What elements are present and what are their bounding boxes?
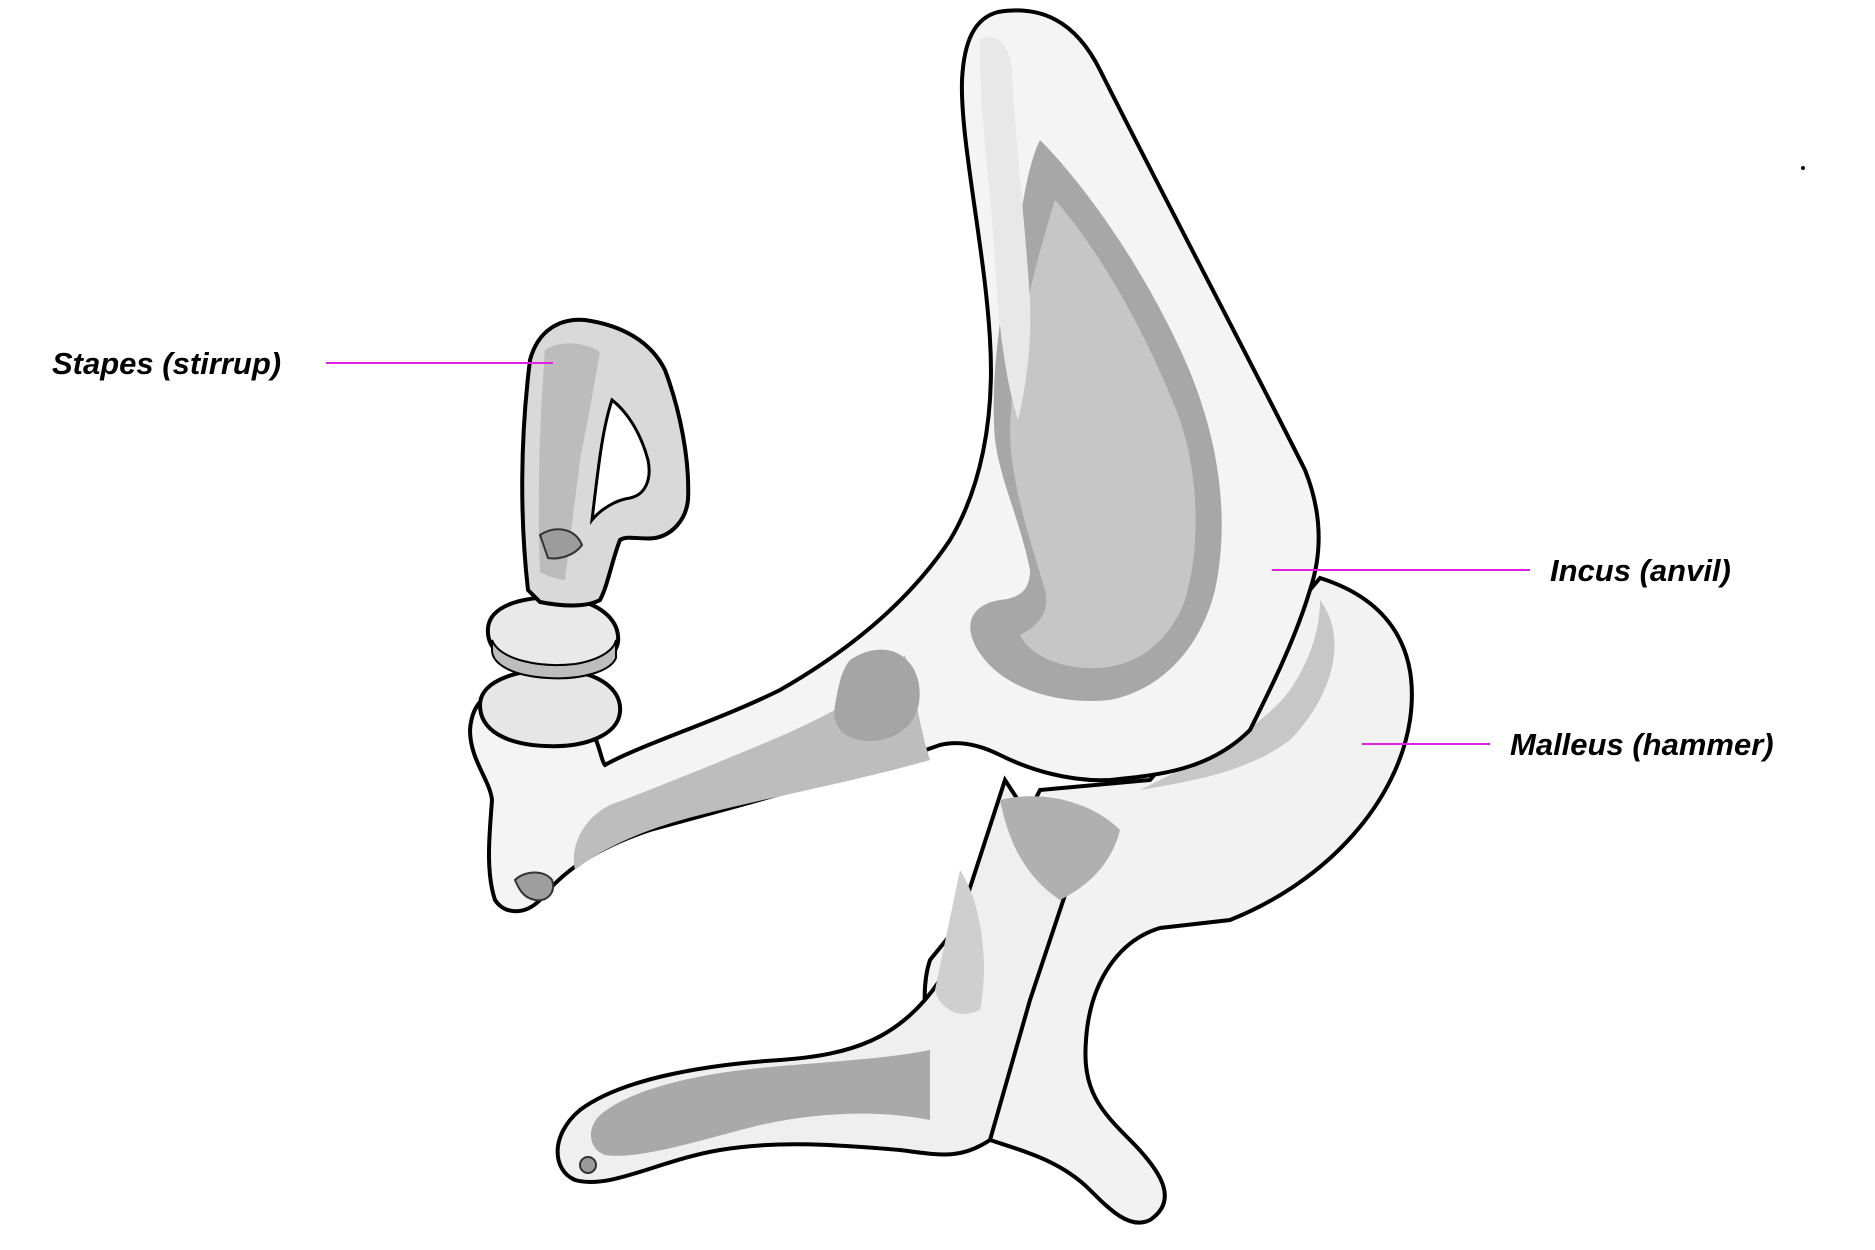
stapes-arch-shade <box>538 343 600 580</box>
incus-bone <box>467 8 1321 914</box>
incus-tip-detail <box>513 871 554 902</box>
malleus-neck-mid <box>935 870 984 1014</box>
malleus-head-shade <box>1140 600 1335 790</box>
stapes-head-detail <box>538 528 584 560</box>
incus-body-dark-patch <box>834 649 920 741</box>
stapes-bone <box>477 317 691 749</box>
stapes-lower-ring <box>477 667 623 749</box>
label-incus: Incus (anvil) <box>1550 553 1731 588</box>
malleus-handle-shade <box>590 1050 930 1156</box>
stapes-arch-opening <box>589 397 651 526</box>
stray-dot <box>1801 166 1805 170</box>
incus-process-highlight <box>979 36 1031 421</box>
incus-process-mid <box>1010 200 1196 669</box>
malleus-tip-detail <box>579 1156 597 1174</box>
malleus-bone <box>555 575 1414 1225</box>
label-stapes: Stapes (stirrup) <box>52 346 282 381</box>
stapes-ring-band <box>491 639 617 680</box>
label-malleus: Malleus (hammer) <box>1510 727 1774 762</box>
malleus-neck-shade <box>1000 796 1120 900</box>
